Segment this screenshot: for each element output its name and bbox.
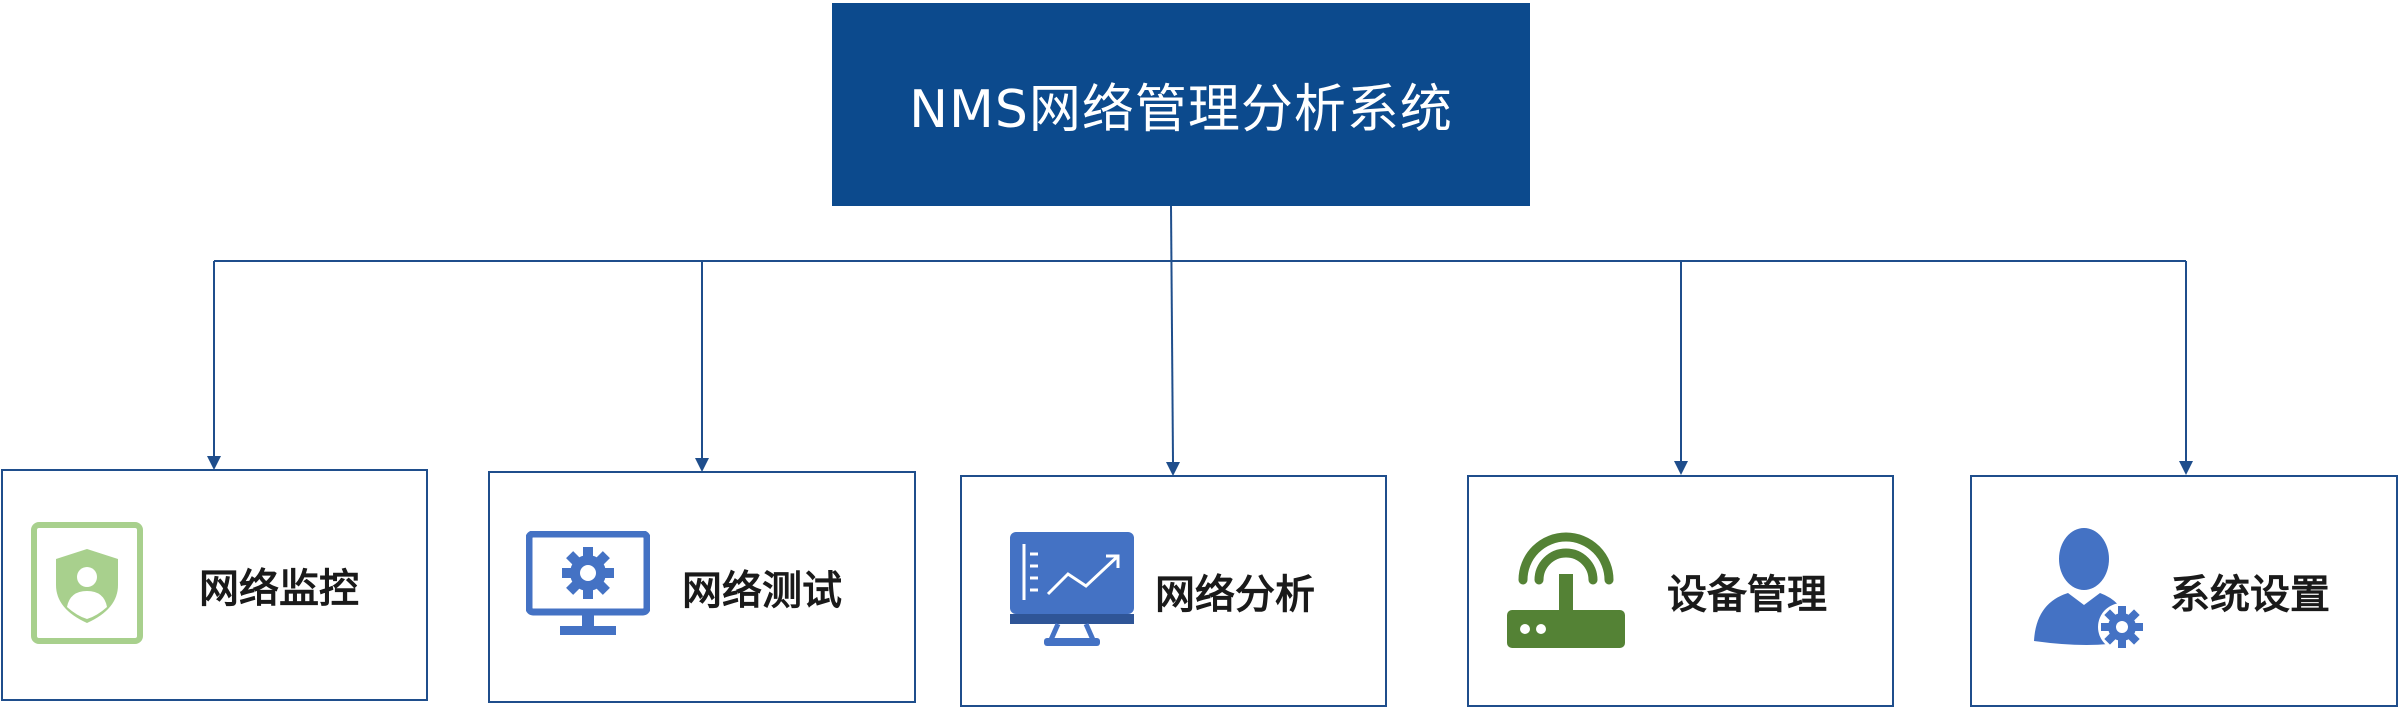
arrowhead-5 (2179, 461, 2193, 475)
module-network-testing: 网络测试 (488, 471, 916, 703)
module-label: 设备管理 (1667, 572, 1827, 618)
arrowhead-2 (695, 458, 709, 472)
module-device-management: 设备管理 (1467, 475, 1894, 707)
module-system-settings: 系统设置 (1970, 475, 2398, 707)
module-label: 网络监控 (199, 566, 359, 612)
module-label: 系统设置 (2170, 572, 2330, 618)
user-settings-icon (2032, 525, 2146, 657)
arrowhead-4 (1674, 461, 1688, 475)
module-label: 网络测试 (682, 568, 842, 614)
root-title: NMS网络管理分析系统 (909, 80, 1453, 140)
root-node: NMS网络管理分析系统 (832, 3, 1530, 206)
monitor-chart-icon (1008, 530, 1136, 652)
shield-user-icon (30, 521, 144, 649)
trunk-line (1170, 205, 1174, 463)
wifi-router-icon (1505, 528, 1627, 654)
arrowhead-1 (207, 456, 221, 470)
module-label: 网络分析 (1155, 572, 1315, 618)
arrowhead-3 (1166, 462, 1180, 476)
module-network-monitoring: 网络监控 (1, 469, 428, 701)
module-network-analysis: 网络分析 (960, 475, 1387, 707)
monitor-gear-icon (525, 530, 651, 643)
